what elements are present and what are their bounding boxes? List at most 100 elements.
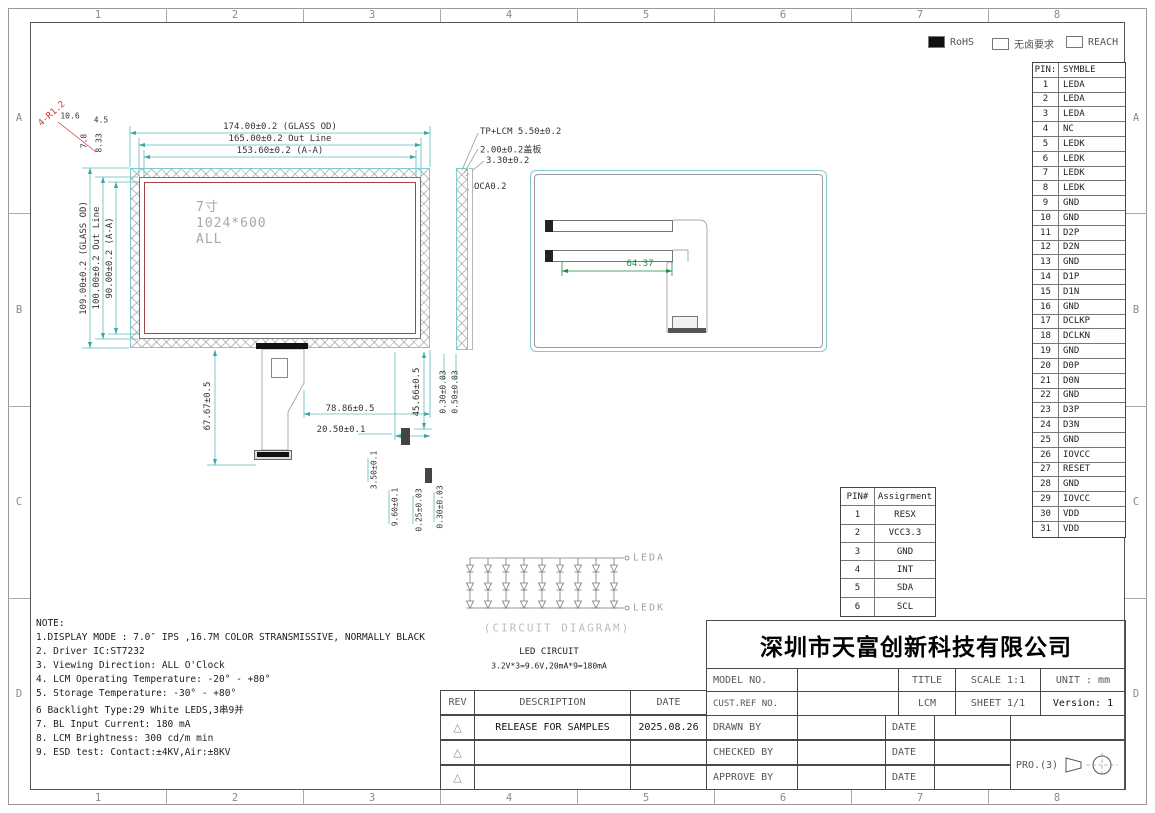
pin-symbol: D0N [1063, 375, 1080, 386]
pin-number: 2 [841, 524, 875, 542]
pin-number: 14 [1033, 270, 1059, 284]
grid-col-label: 3 [304, 790, 441, 805]
panel-resolution: 1024*600 [196, 216, 267, 231]
pin-symbol: GND [1063, 212, 1080, 223]
grid-col-label: 6 [715, 8, 852, 22]
connector-detail-b [425, 468, 432, 483]
grid-col-label: 2 [167, 790, 304, 805]
rev-description: RELEASE FOR SAMPLES [474, 715, 631, 740]
checked-by-value [797, 740, 886, 765]
fpc-ribbon-2-end [545, 250, 553, 262]
version-cell: Version: 1 [1040, 691, 1126, 716]
grid-col-label: 2 [167, 8, 304, 22]
note-line: 8. LCM Brightness: 300 cd/m min [36, 733, 214, 744]
scale-cell: SCALE 1:1 [955, 668, 1041, 692]
pin-symbol: SDA [896, 583, 914, 594]
pin-symbol: GND [1063, 346, 1080, 357]
pin-symbol: GND [1063, 434, 1080, 445]
pin-symbol: GND [1063, 198, 1080, 209]
drawn-date-value [934, 715, 1011, 740]
fpc-ribbon-2 [545, 250, 673, 262]
pin-symbol: LEDK [1063, 183, 1085, 194]
dim-outline-h: 165.00±0.2 Out Line [228, 134, 332, 144]
grid-col-label: 5 [578, 8, 715, 22]
pin-number: 4 [1033, 122, 1059, 136]
grid-col-label: 7 [852, 8, 989, 22]
pin-symbol: GND [1063, 257, 1080, 268]
dim-030b: 0.30±0.03 [435, 485, 445, 529]
dim-2050: 20.50±0.1 [316, 425, 366, 435]
pin-row: 2 LEDA [1033, 92, 1125, 108]
pin-number: 16 [1033, 299, 1059, 314]
third-angle-projection-icon [1065, 753, 1119, 777]
dim-030a: 0.30±0.03 [438, 370, 448, 414]
pin-symbol: LEDK [1063, 168, 1085, 179]
pin-number: 6 [1033, 151, 1059, 166]
grid-row-label: C [1125, 407, 1147, 599]
led-circuit-graphic [465, 555, 630, 611]
rohs-label: RoHS [950, 36, 975, 48]
pin-number: 8 [1033, 181, 1059, 196]
pin-number: 4 [841, 561, 875, 579]
pin-symbol: INT [896, 564, 914, 575]
grid-row-label: A [1125, 22, 1147, 215]
reach-label: REACH [1088, 36, 1119, 48]
dim-small-4: 8.33 [94, 133, 104, 153]
sheet-cell: SHEET 1/1 [955, 691, 1041, 716]
grid-row-label: D [1132, 688, 1140, 701]
grid-row-label: C [8, 407, 30, 599]
dim-960: 9.60±0.1 [390, 487, 400, 527]
tp-pin-table-header: PIN# Assigrment [841, 488, 935, 507]
panel-viewing: ALL [196, 232, 223, 247]
pin-col-header: PIN: [1033, 63, 1059, 77]
description-header: DESCRIPTION [474, 690, 631, 715]
pin-number: 17 [1033, 314, 1059, 329]
unit-cell: UNIT : mm [1040, 668, 1126, 692]
pin-number: 26 [1033, 447, 1059, 462]
pin-symbol: D2N [1063, 242, 1080, 253]
dim-6437: 64.37 [626, 259, 654, 269]
grid-row-label: A [8, 22, 30, 215]
rev-mark: △ [440, 765, 475, 790]
pin-symbol: D3N [1063, 420, 1080, 431]
dim-330: 3.30±0.2 [486, 156, 530, 166]
dim-small-1: 10.6 [60, 111, 80, 121]
pin-row: 8 LEDK [1033, 181, 1125, 197]
cust-ref-label: CUST.REF NO. [706, 691, 798, 716]
pin-number: 12 [1033, 240, 1059, 255]
drawn-by-label: DRAWN BY [706, 715, 798, 740]
grid-col-label: 6 [715, 790, 852, 805]
notes-title: NOTE: [36, 618, 65, 629]
symbol-col-header: SYMBLE [1063, 64, 1096, 75]
side-view-strip [456, 168, 468, 350]
dim-350: 3.50±0.1 [369, 450, 379, 490]
dim-oca: OCA0.2 [474, 182, 507, 192]
front-view-active-area [144, 182, 416, 334]
pin-number: 2 [1033, 92, 1059, 107]
pin-number: 10 [1033, 210, 1059, 225]
pin-symbol: GND [896, 546, 914, 557]
pin-symbol: LEDA [1063, 109, 1085, 120]
pin-symbol: LEDA [1063, 94, 1085, 105]
pin-number: 20 [1033, 358, 1059, 373]
pin-symbol: GND [1063, 479, 1080, 490]
rev-date: 2025.08.26 [630, 715, 707, 740]
projection-label: PRO.(3) [1015, 759, 1059, 771]
front-view-opening [139, 177, 421, 339]
checked-by-label: CHECKED BY [706, 740, 798, 765]
pin-symbol: LEDK [1063, 138, 1085, 149]
dim-small-3: 7.8 [79, 133, 89, 149]
pin-symbol: GND [1063, 390, 1080, 401]
tp-pin-row: 4 INT [841, 561, 935, 580]
